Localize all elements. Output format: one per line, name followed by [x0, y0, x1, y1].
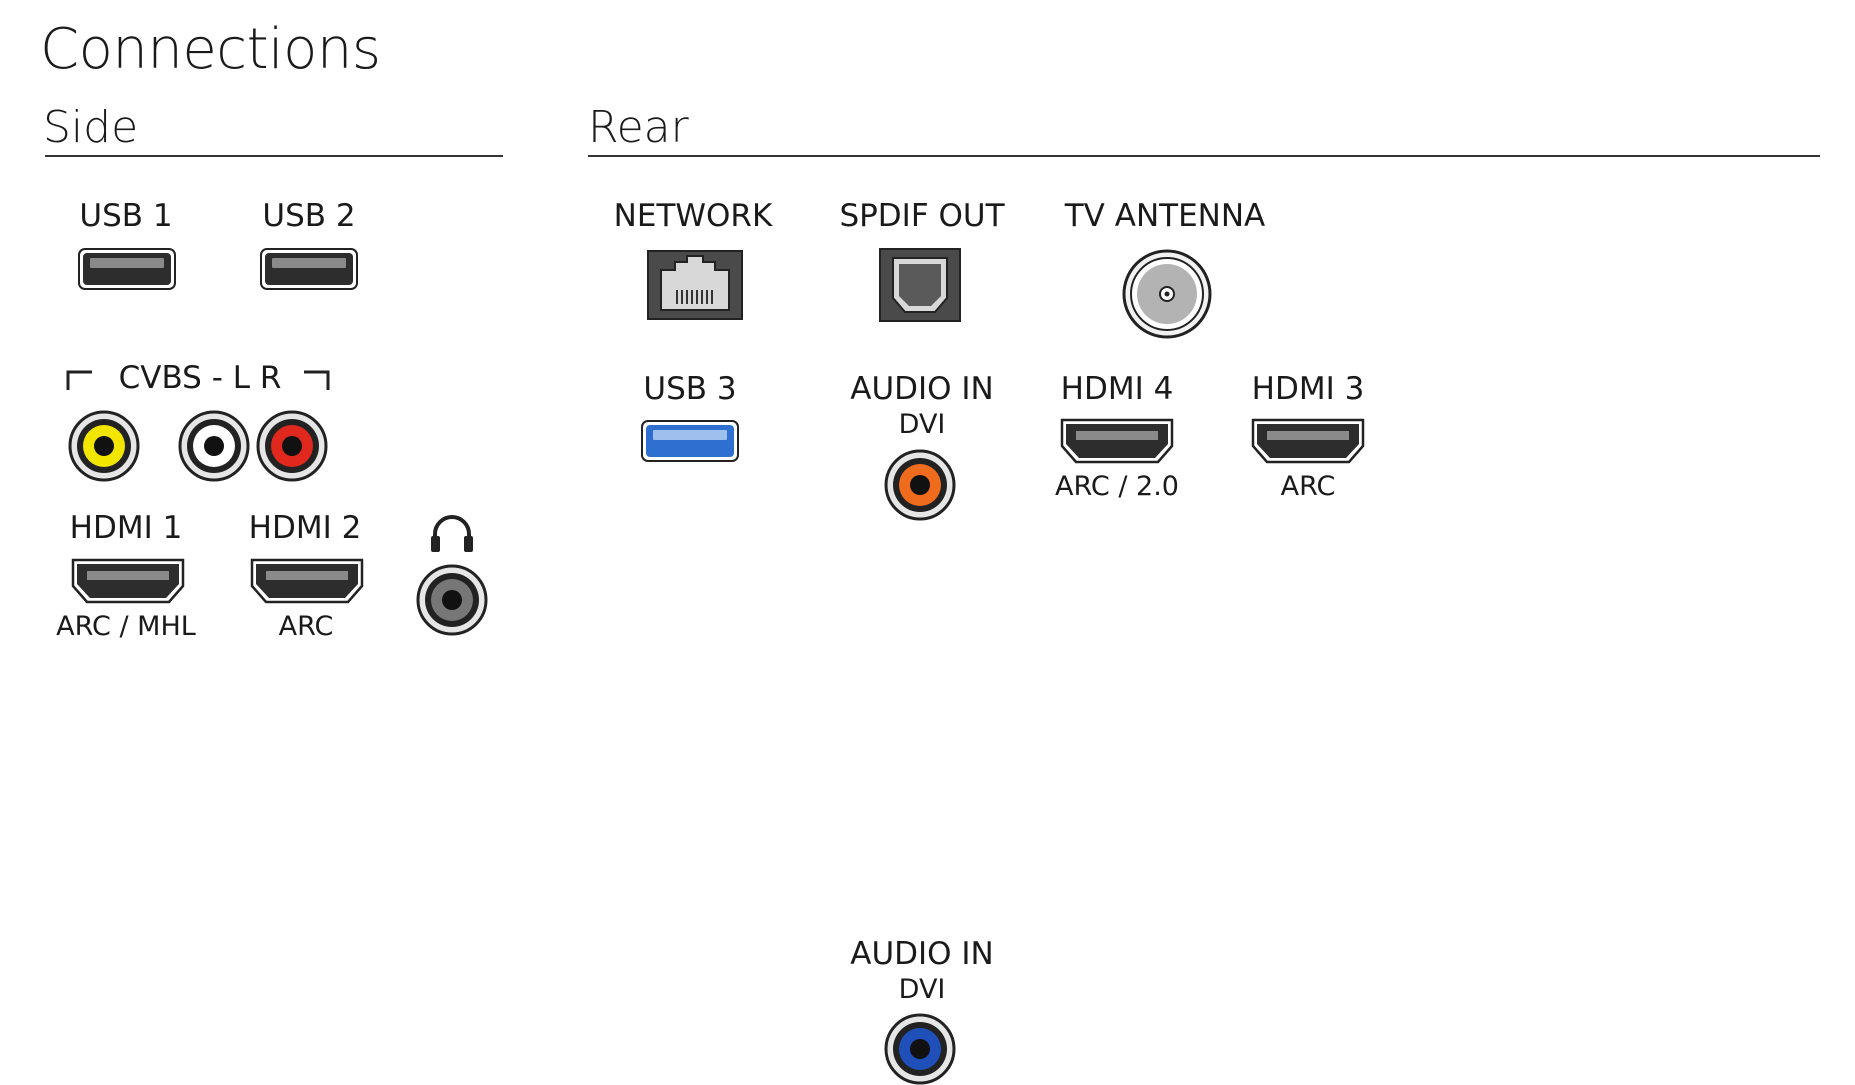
- tv-antenna-coax-port-icon: [1122, 249, 1212, 339]
- page-title: Connections: [40, 17, 381, 82]
- rear-divider: [588, 155, 1820, 157]
- usb1-label: USB 1: [79, 198, 173, 234]
- cvbs-left-audio-jack-icon: [178, 410, 250, 482]
- audio-in-dvi-sublabel: DVI: [898, 409, 946, 440]
- cvbs-label: CVBS - L R: [118, 360, 282, 396]
- hdmi2-sublabel: ARC: [278, 611, 334, 642]
- hdmi4-port-icon: [1060, 418, 1174, 464]
- cvbs-bracket-right-icon: [304, 370, 330, 390]
- audio-in-2-jack-icon: [884, 1013, 956, 1085]
- hdmi4-sublabel: ARC / 2.0: [1055, 471, 1179, 502]
- spdif-optical-port-icon: [879, 248, 961, 322]
- hdmi1-label: HDMI 1: [69, 510, 183, 546]
- hdmi3-label: HDMI 3: [1251, 371, 1365, 407]
- headphone-icon: [431, 515, 473, 552]
- audio-in-2-dvi-sublabel: DVI: [898, 974, 946, 1005]
- cvbs-video-jack-icon: [68, 410, 140, 482]
- network-ethernet-port-icon: [647, 250, 743, 320]
- audio-in-2-label: AUDIO IN: [850, 936, 994, 972]
- spdif-out-label: SPDIF OUT: [839, 198, 1005, 234]
- usb3-label: USB 3: [643, 371, 737, 407]
- usb1-port-icon: [78, 248, 176, 290]
- tv-antenna-label: TV ANTENNA: [1064, 198, 1266, 234]
- audio-in-jack-icon: [884, 449, 956, 521]
- cvbs-right-audio-jack-icon: [256, 410, 328, 482]
- hdmi1-sublabel: ARC / MHL: [56, 611, 196, 642]
- side-divider: [45, 155, 503, 157]
- hdmi3-sublabel: ARC: [1280, 471, 1336, 502]
- hdmi3-port-icon: [1251, 418, 1365, 464]
- usb2-port-icon: [260, 248, 358, 290]
- headphone-jack-icon: [416, 564, 488, 636]
- usb2-label: USB 2: [262, 198, 356, 234]
- audio-in-label: AUDIO IN: [850, 371, 994, 407]
- section-rear-title: Rear: [588, 102, 689, 153]
- cvbs-bracket-left-icon: [66, 370, 92, 390]
- usb3-port-icon: [641, 420, 739, 462]
- hdmi2-port-icon: [250, 558, 364, 604]
- network-label: NETWORK: [613, 198, 773, 234]
- hdmi4-label: HDMI 4: [1060, 371, 1174, 407]
- hdmi2-label: HDMI 2: [248, 510, 362, 546]
- section-side-title: Side: [43, 102, 139, 153]
- hdmi1-port-icon: [71, 558, 185, 604]
